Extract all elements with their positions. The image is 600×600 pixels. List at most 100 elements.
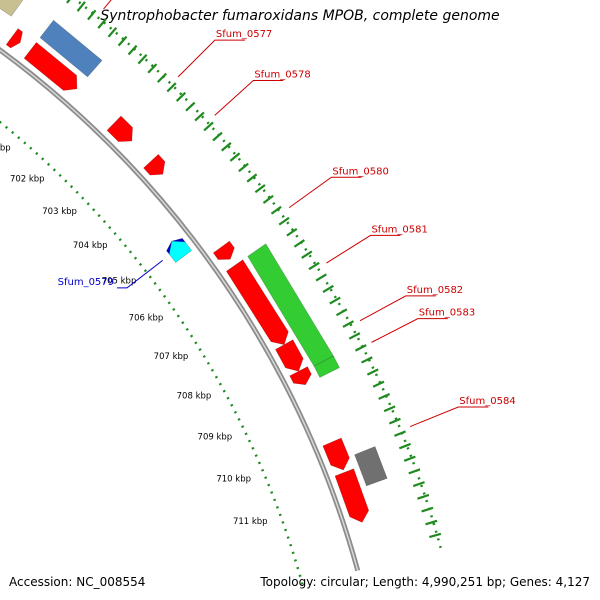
topology-text: Topology: circular; Length: 4,990,251 bp… bbox=[260, 575, 590, 589]
feature-layer bbox=[0, 0, 388, 523]
gene-label-sfum_0583: Sfum_0583 bbox=[419, 308, 475, 319]
gene-label-leader bbox=[103, 0, 112, 10]
outer-tick bbox=[87, 9, 97, 21]
kbp-tick-label: 704 kbp bbox=[73, 241, 108, 251]
outer-tick bbox=[429, 532, 442, 539]
gene-block bbox=[212, 240, 235, 260]
kbp-tick-label: 708 kbp bbox=[177, 392, 212, 402]
outer-tick bbox=[66, 0, 71, 4]
gene-block bbox=[143, 153, 166, 176]
gene-label-leader bbox=[117, 259, 163, 289]
outer-tick bbox=[394, 430, 406, 437]
outer-tick bbox=[342, 320, 355, 328]
outer-tick bbox=[212, 131, 223, 142]
gene-block bbox=[275, 339, 304, 372]
outer-tick bbox=[286, 227, 298, 237]
outer-tick bbox=[417, 493, 430, 500]
outer-tick bbox=[221, 142, 232, 152]
gene-label-leader bbox=[214, 80, 284, 116]
outer-tick bbox=[262, 194, 274, 204]
backbone-highlight bbox=[0, 49, 359, 571]
outer-tick bbox=[166, 82, 177, 93]
gene-label-sfum_0578: Sfum_0578 bbox=[254, 70, 310, 81]
gene-label-sfum_0584: Sfum_0584 bbox=[459, 396, 515, 407]
outer-tick bbox=[76, 1, 86, 12]
gene-block bbox=[225, 259, 289, 345]
outer-tick bbox=[254, 184, 266, 194]
outer-tick bbox=[408, 468, 421, 475]
gene-label-leader bbox=[409, 406, 489, 428]
outer-tick bbox=[308, 261, 320, 271]
outer-tick bbox=[175, 91, 187, 102]
outer-tick bbox=[329, 296, 341, 305]
outer-tick bbox=[147, 63, 158, 74]
backbone-layer bbox=[0, 47, 361, 572]
outer-tick bbox=[185, 101, 196, 112]
feature-block-cog bbox=[0, 0, 24, 17]
outer-tick bbox=[348, 332, 361, 340]
outer-tick bbox=[398, 442, 411, 450]
outer-tick bbox=[361, 356, 373, 364]
backbone-outer bbox=[0, 47, 361, 572]
gene-block bbox=[23, 41, 78, 91]
outer-tick bbox=[270, 205, 282, 215]
genome-title: Syntrophobacter fumaroxidans MPOB, compl… bbox=[100, 8, 500, 24]
outer-tick bbox=[137, 54, 148, 65]
outer-tick bbox=[229, 152, 241, 162]
outer-tick bbox=[425, 519, 438, 526]
outer-tick bbox=[372, 380, 385, 388]
feature-block-cog bbox=[313, 355, 340, 378]
gene-label-leader bbox=[326, 234, 401, 264]
outer-tick bbox=[157, 72, 167, 83]
gene-label-leader bbox=[288, 176, 362, 209]
outer-tick bbox=[366, 368, 379, 376]
outer-tick bbox=[315, 273, 327, 282]
outer-tick bbox=[388, 417, 401, 425]
kbp-tick-label: 710 kbp bbox=[216, 474, 251, 484]
outer-tick bbox=[238, 162, 249, 173]
outer-tick bbox=[127, 44, 138, 56]
feature-block-cog bbox=[39, 19, 103, 78]
feature-block-cds bbox=[5, 28, 23, 49]
outer-tick bbox=[335, 308, 348, 317]
outer-tick bbox=[97, 18, 107, 29]
gene-block bbox=[322, 437, 350, 471]
outer-tick bbox=[301, 250, 313, 259]
outer-tick bbox=[383, 405, 396, 413]
outer-tick bbox=[354, 344, 367, 352]
outer-tick bbox=[278, 216, 290, 226]
gene-label-sfum_0580: Sfum_0580 bbox=[332, 166, 388, 177]
outer-tick bbox=[403, 455, 416, 462]
kbp-tick-label: 709 kbp bbox=[198, 433, 233, 443]
gene-label-sfum_0579: Sfum_0579 bbox=[58, 277, 114, 288]
outer-tick bbox=[203, 121, 214, 132]
feature-block-cog bbox=[354, 446, 388, 487]
kbp-tick-label: 702 kbp bbox=[10, 174, 45, 184]
feature-block-cds bbox=[334, 468, 370, 523]
kbp-tick-label: 703 kbp bbox=[42, 207, 77, 217]
outer-tick bbox=[117, 35, 128, 47]
kbp-tick-label: 711 kbp bbox=[233, 517, 268, 527]
outer-tick bbox=[378, 392, 391, 400]
gene-label-sfum_0582: Sfum_0582 bbox=[407, 285, 463, 296]
outer-tick bbox=[322, 284, 334, 293]
outer-tick bbox=[194, 111, 205, 122]
gene-block bbox=[106, 115, 133, 142]
gene-label-leader bbox=[177, 39, 245, 78]
accession-text: Accession: NC_008554 bbox=[9, 575, 146, 589]
gene-label-leader bbox=[359, 295, 436, 322]
kbp-tick-label: 701 kbp bbox=[0, 143, 11, 153]
gene-block bbox=[168, 240, 193, 263]
outer-tick bbox=[421, 506, 434, 513]
kbp-tick-label: 707 kbp bbox=[154, 352, 189, 362]
kbp-tick-label: 706 kbp bbox=[129, 314, 164, 324]
outer-tick bbox=[293, 239, 305, 248]
gene-block bbox=[289, 366, 312, 386]
label-layer: Sfum_0576Sfum_0577Sfum_0578Sfum_0579Sfum… bbox=[58, 0, 516, 428]
gene-label-leader bbox=[371, 318, 448, 343]
outer-tick bbox=[107, 26, 118, 38]
kbp-tick-label: 705 kbp bbox=[102, 277, 137, 287]
